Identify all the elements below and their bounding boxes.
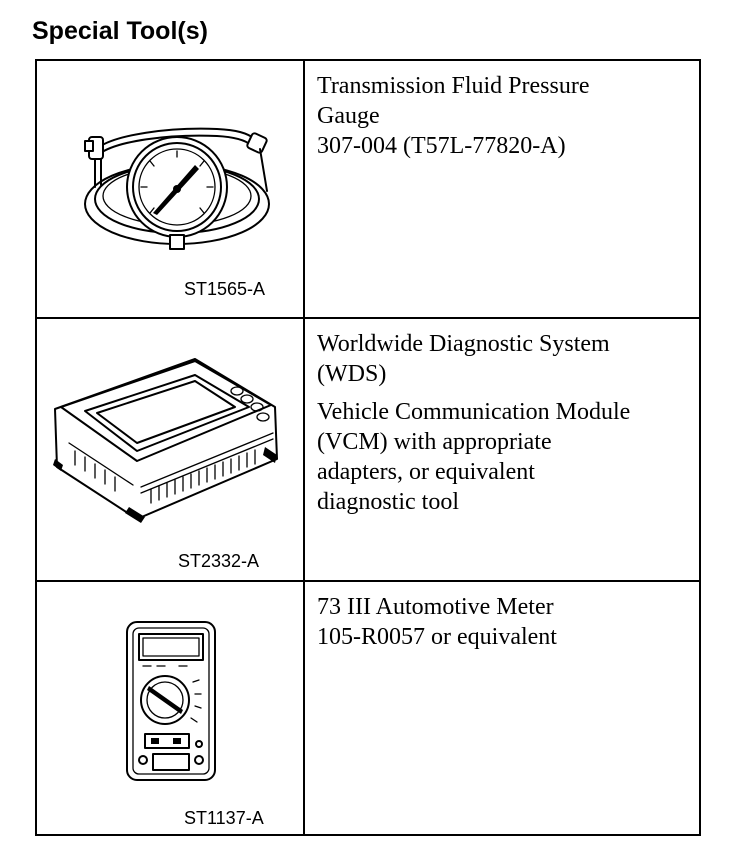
tool-illustration-cell: ST1565-A [37,61,305,317]
tool-description-cell: 73 III Automotive Meter 105-R0057 or equ… [305,582,699,836]
tool-description-line: Worldwide Diagnostic System [317,331,610,357]
tool-description-line: Vehicle Communication Module [317,399,631,425]
tool-illustration-cell: ST2332-A [37,319,305,580]
tool-description-line: diagnostic tool [317,489,459,515]
tool-description-line: Gauge [317,103,380,129]
tool-description-line: adapters, or equivalent [317,459,535,485]
tool-description-line: 105-R0057 or equivalent [317,624,557,650]
tool-description-line: (VCM) with appropriate [317,429,552,455]
tool-description-line: (WDS) [317,361,387,387]
multimeter-icon [126,621,216,781]
pressure-gauge-icon [84,127,270,250]
tool-description-cell: Worldwide Diagnostic System (WDS) Vehicl… [305,319,699,580]
tool-code: ST2332-A [178,551,260,571]
tool-description-line: Transmission Fluid Pressure [317,73,590,99]
special-tools-table: ST1565-A Transmission Fluid Pressure Gau… [35,59,701,836]
tool-row-pressure-gauge: ST1565-A Transmission Fluid Pressure Gau… [37,61,699,319]
tool-description-line: 307-004 (T57L-77820-A) [317,133,566,159]
page-title: Special Tool(s) [32,17,208,45]
tool-row-diagnostic-system: ST2332-A Worldwide Diagnostic System (WD… [37,319,699,582]
tool-row-multimeter: ST1137-A 73 III Automotive Meter 105-R00… [37,582,699,836]
tool-code: ST1565-A [184,279,266,299]
tool-code: ST1137-A [184,808,264,828]
tool-description-line: 73 III Automotive Meter [317,594,554,620]
diagnostic-system-icon [53,358,278,523]
tool-description-cell: Transmission Fluid Pressure Gauge 307-00… [305,61,699,317]
tool-illustration-cell: ST1137-A [37,582,305,836]
